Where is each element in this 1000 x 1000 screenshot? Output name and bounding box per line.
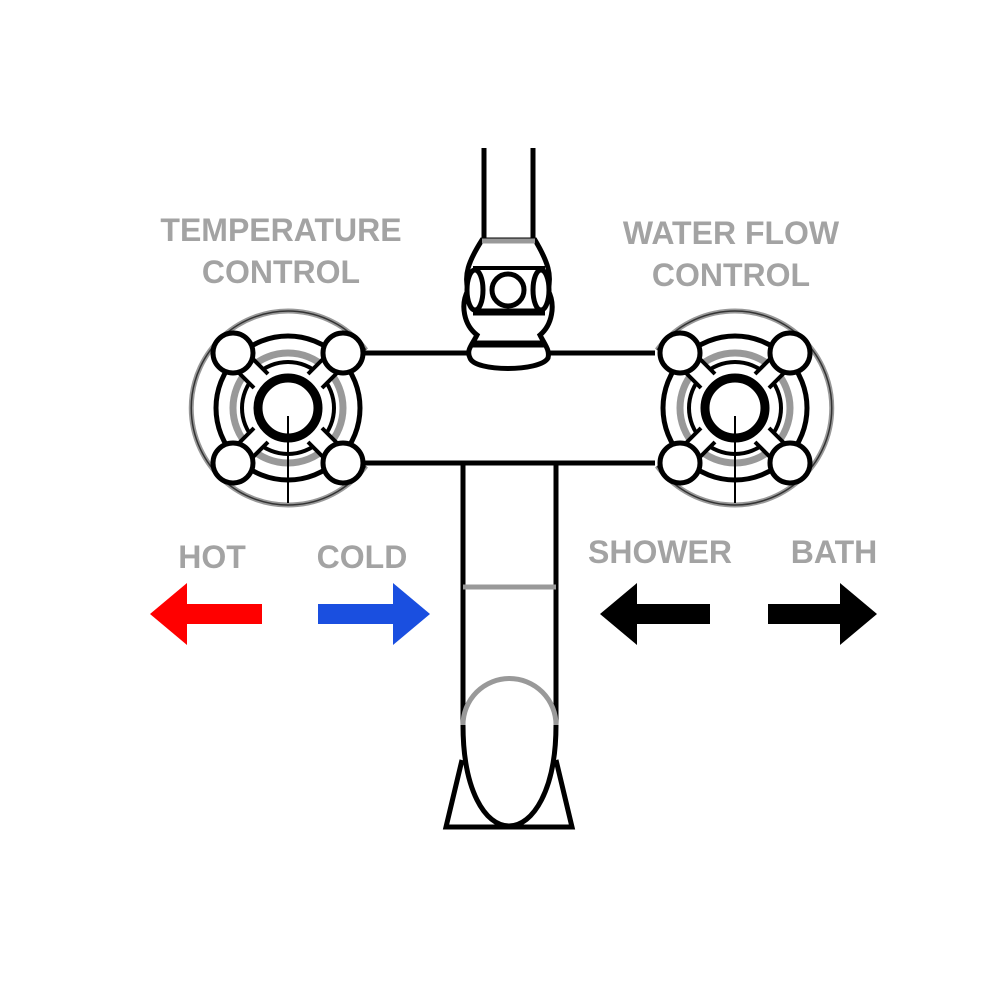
label-line: TEMPERATURE: [160, 212, 402, 248]
label-line: CONTROL: [651, 257, 811, 293]
flow-knob[interactable]: [657, 311, 832, 505]
pipe-connector: [461, 237, 555, 371]
label-line: CONTROL: [201, 254, 361, 290]
label-line: WATER FLOW: [622, 215, 840, 251]
spout: [442, 463, 576, 830]
hot-label: HOT: [178, 539, 246, 575]
cold-label: COLD: [316, 539, 408, 575]
riser-pipe: [481, 148, 536, 240]
temperature-knob[interactable]: [191, 311, 366, 505]
bath-label: BATH: [790, 534, 878, 570]
water-flow-control-label: WATER FLOW CONTROL: [623, 212, 839, 296]
temperature-control-label: TEMPERATURE CONTROL: [160, 209, 401, 293]
arrow-left-icon: [600, 583, 710, 645]
arrow-right-icon: [768, 583, 877, 645]
arrow-left-icon: [150, 583, 262, 645]
arrow-right-icon: [318, 583, 430, 645]
shower-label: SHOWER: [588, 534, 732, 570]
